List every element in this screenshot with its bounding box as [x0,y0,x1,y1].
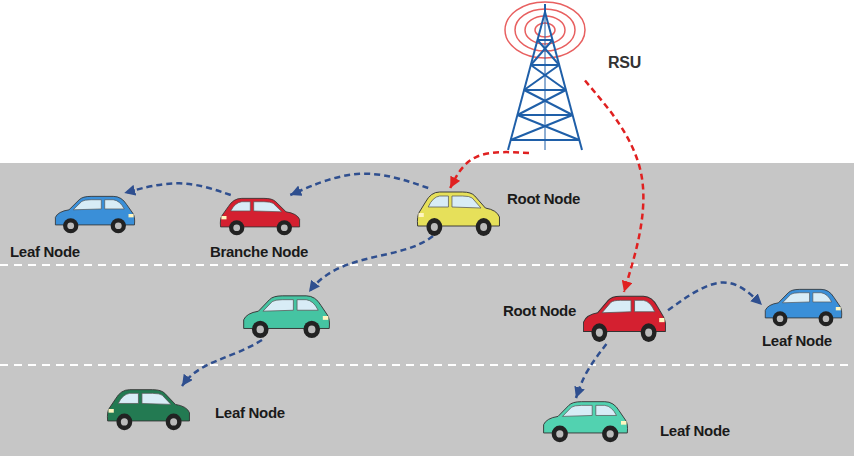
tower [508,4,582,150]
node-label: Root Node [503,302,576,320]
car-shape [218,195,303,237]
car-shape [52,193,137,235]
vehicle-node: Leaf Node [105,386,193,432]
rsu-node: RSU [505,8,585,153]
link-arrow [309,236,433,292]
node-label: Branche Node [210,243,308,261]
car-shape [415,188,503,238]
vehicle-node: Branche Node [218,195,303,237]
vehicle-node: Root Node [580,292,668,344]
node-label: Root Node [507,190,580,208]
link-arrow [576,344,606,398]
link-arrow [668,282,762,310]
vehicle-node: Leaf Node [540,398,630,444]
vehicle-node: Leaf Node [762,286,844,328]
link-arrow [290,174,428,195]
node-label: Leaf Node [660,422,730,440]
car-shape [762,286,844,328]
car-shape [580,292,668,344]
road [0,163,854,456]
node-label: RSU [608,54,641,72]
link-arrow [585,81,643,293]
lane-line [0,264,854,266]
vehicle-node: Root Node [415,188,503,238]
node-label: Leaf Node [762,332,832,350]
car-shape [540,398,630,444]
vehicle-node: Leaf Node [52,193,137,235]
car-shape [105,386,193,432]
link-arrow [450,152,529,188]
car [244,296,330,338]
lane-line [0,364,854,366]
link-arrow [182,340,262,386]
node-label: Leaf Node [10,243,80,261]
node-label: Leaf Node [215,404,285,422]
link-arrow [124,183,231,195]
